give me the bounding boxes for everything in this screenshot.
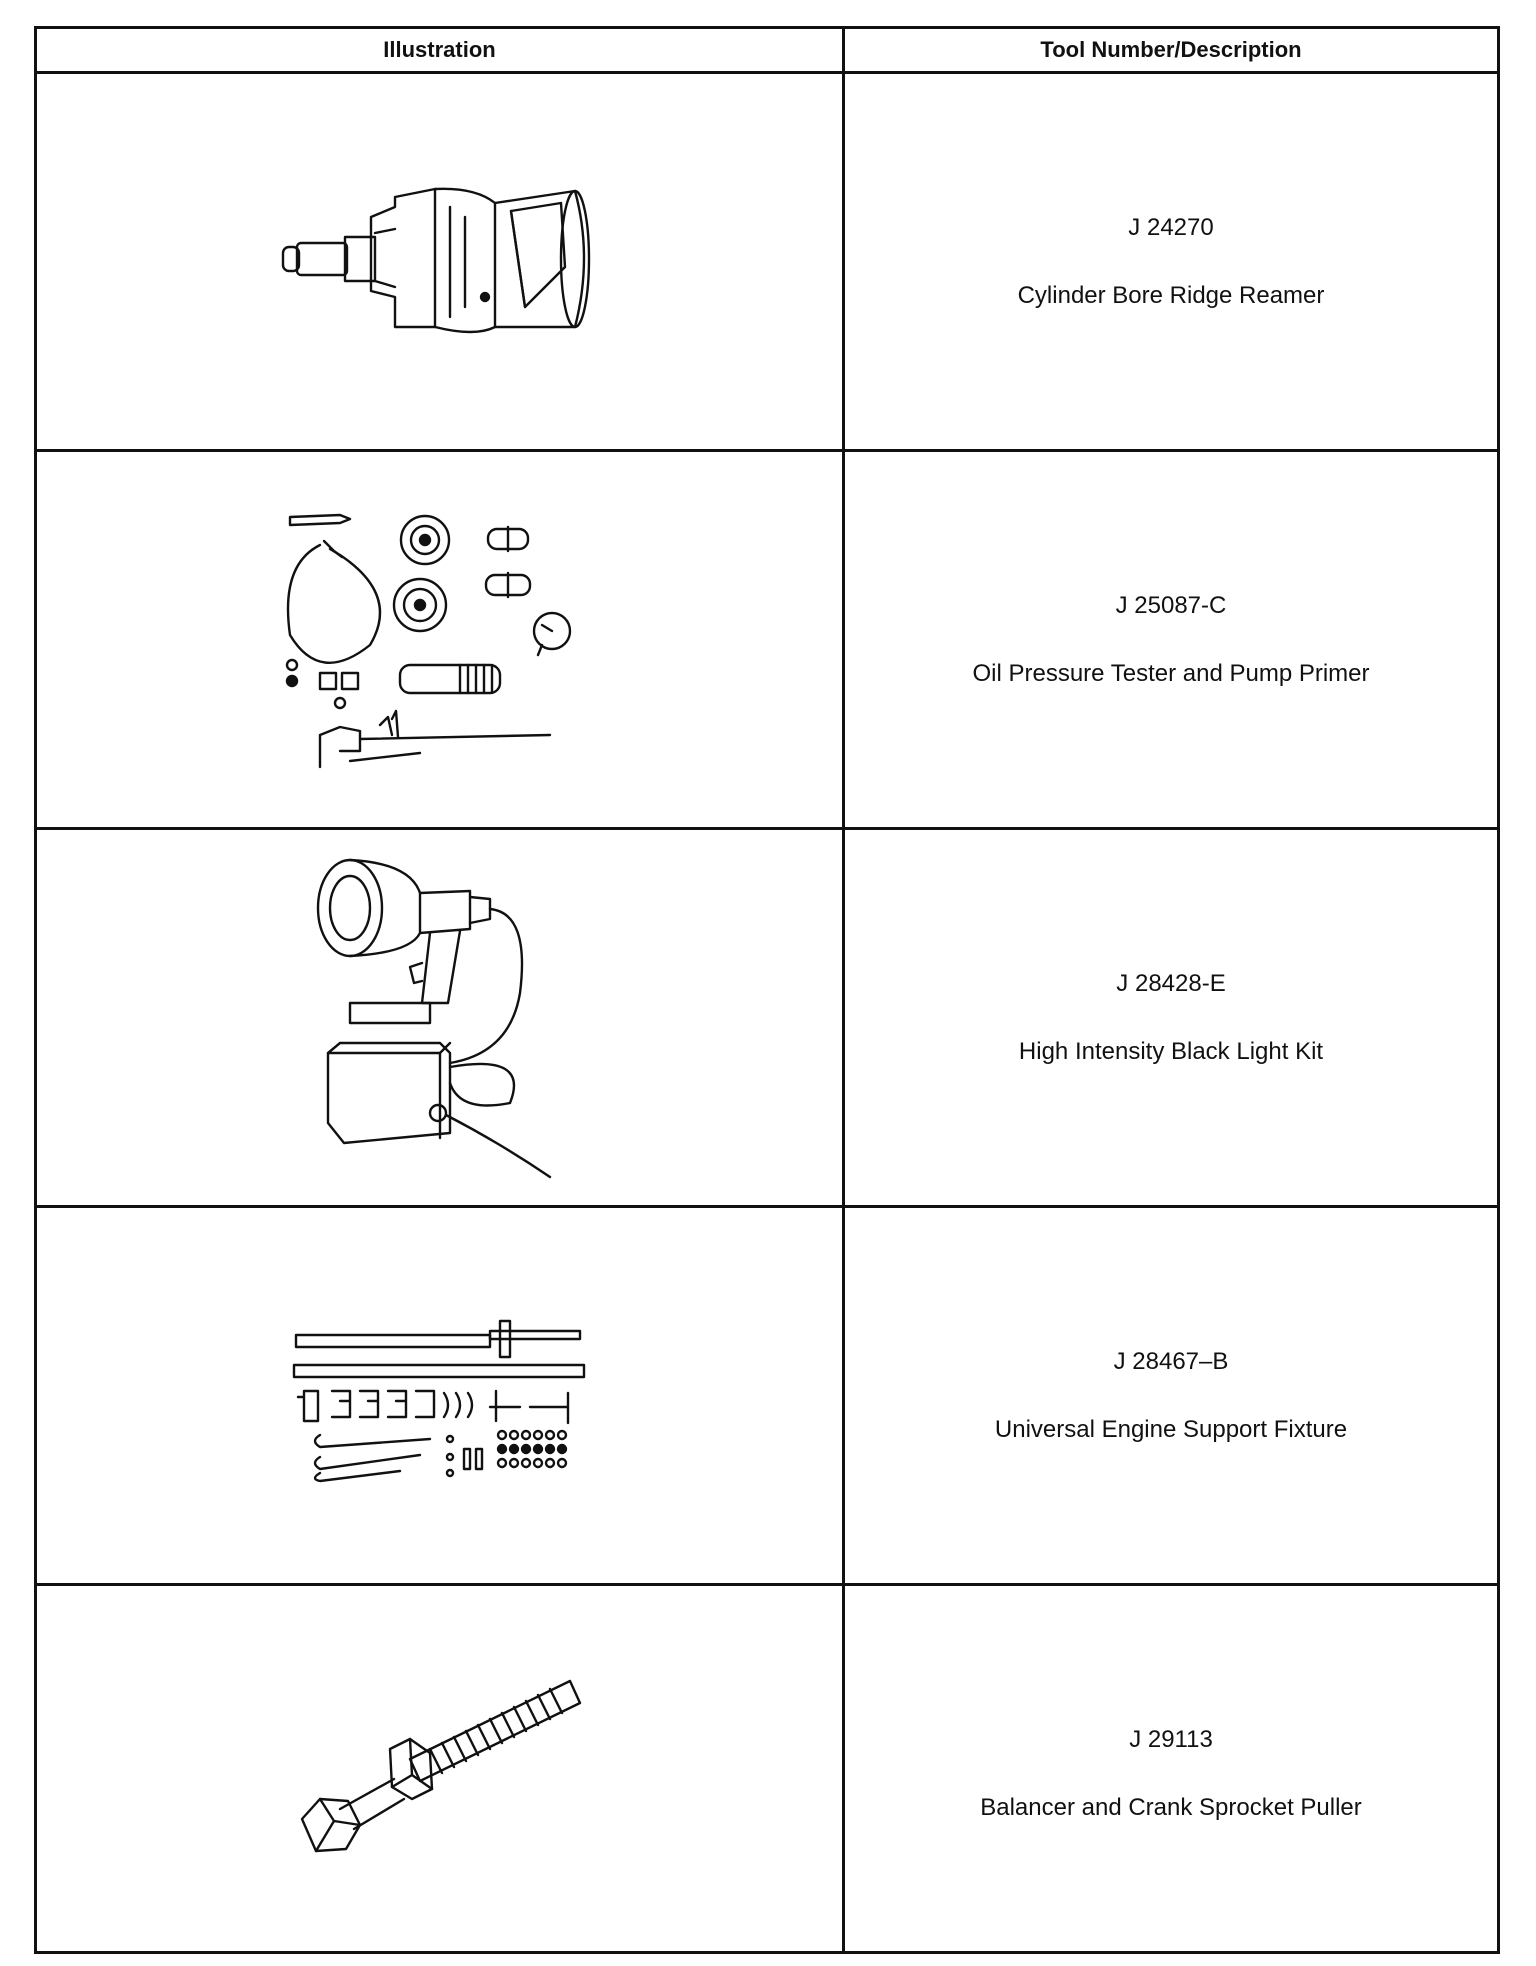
- illustration-cell: [37, 1208, 842, 1583]
- tool-number: J 28467–B: [1113, 1348, 1229, 1375]
- table-row: J 28467–B Universal Engine Support Fixtu…: [37, 1208, 1497, 1586]
- description-cell: J 25087-C Oil Pressure Tester and Pump P…: [845, 452, 1497, 827]
- header-illustration: Illustration: [383, 37, 496, 62]
- table-row: J 25087-C Oil Pressure Tester and Pump P…: [37, 452, 1497, 830]
- tool-description: High Intensity Black Light Kit: [1018, 1038, 1324, 1065]
- illustration-cell: [37, 74, 842, 449]
- column-divider: [842, 29, 845, 1951]
- table-row: J 28428-E High Intensity Black Light Kit: [37, 830, 1497, 1208]
- description-cell: J 28428-E High Intensity Black Light Kit: [845, 830, 1497, 1205]
- tool-number: J 25087-C: [1115, 592, 1227, 619]
- table-row: J 24270 Cylinder Bore Ridge Reamer: [37, 74, 1497, 452]
- tool-number: J 29113: [1129, 1726, 1213, 1753]
- special-tools-table: Illustration Tool Number/Description: [34, 26, 1500, 1954]
- tool-number: J 24270: [1128, 214, 1214, 241]
- engine-support-fixture-icon: [292, 1319, 585, 1482]
- sprocket-puller-icon: [300, 1679, 581, 1852]
- tool-number: J 28428-E: [1116, 970, 1226, 997]
- description-cell: J 24270 Cylinder Bore Ridge Reamer: [845, 74, 1497, 449]
- tool-description: Balancer and Crank Sprocket Puller: [980, 1794, 1362, 1821]
- tool-description: Oil Pressure Tester and Pump Primer: [972, 660, 1370, 687]
- oil-pressure-tester-icon: [285, 513, 571, 768]
- black-light-kit-icon: [316, 858, 551, 1178]
- description-cell: J 29113 Balancer and Crank Sprocket Pull…: [845, 1586, 1497, 1951]
- tool-description: Universal Engine Support Fixture: [994, 1416, 1348, 1443]
- description-cell: J 28467–B Universal Engine Support Fixtu…: [845, 1208, 1497, 1583]
- illustration-cell: [37, 452, 842, 827]
- illustration-cell: [37, 1586, 842, 1951]
- ridge-reamer-icon: [281, 187, 590, 333]
- tool-description: Cylinder Bore Ridge Reamer: [1017, 282, 1325, 309]
- header-tool-description: Tool Number/Description: [1040, 37, 1302, 62]
- table-header: Illustration Tool Number/Description: [37, 29, 1497, 74]
- table-row: J 29113 Balancer and Crank Sprocket Pull…: [37, 1586, 1497, 1951]
- illustration-cell: [37, 830, 842, 1205]
